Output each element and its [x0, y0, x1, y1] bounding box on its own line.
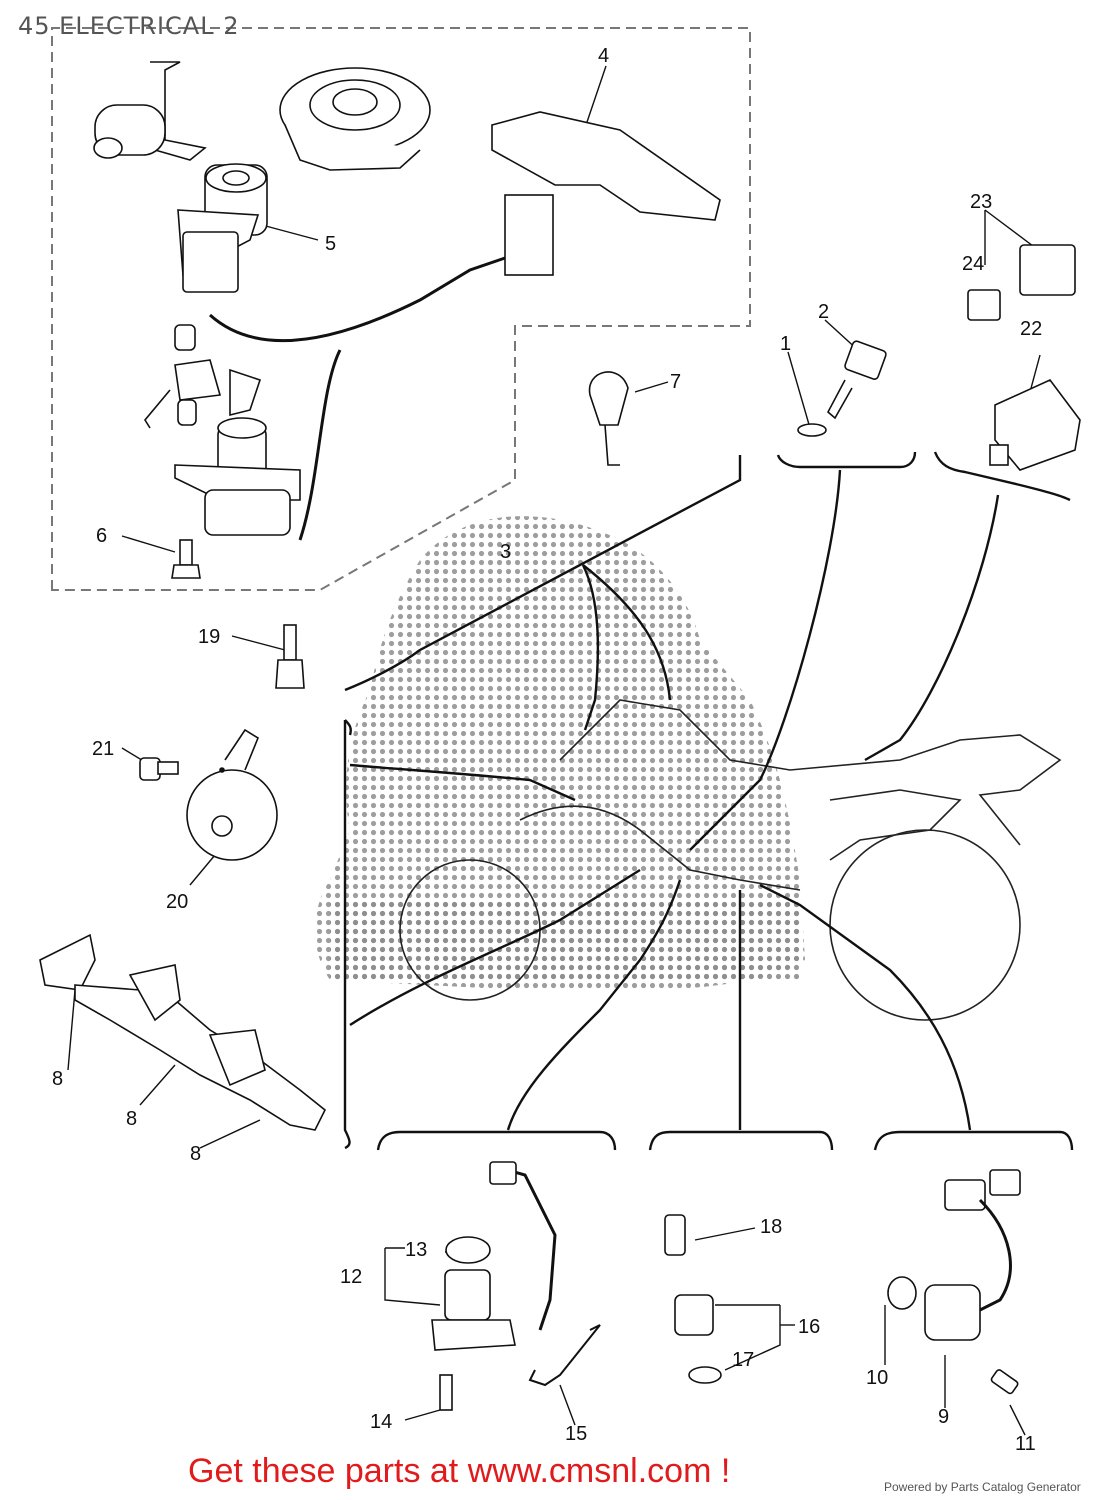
plug-cap-assembly-8	[39, 933, 327, 1131]
cta-link[interactable]: Get these parts at www.cmsnl.com !	[188, 1452, 731, 1490]
sensor-part-16	[674, 1294, 714, 1336]
screw-part-11	[990, 1369, 1019, 1395]
seat-lock-part	[93, 61, 207, 161]
callout-7: 7	[670, 371, 681, 393]
steering-lock-part	[174, 417, 301, 536]
o-ring-part-10	[887, 1276, 917, 1310]
callout-21: 21	[92, 738, 114, 760]
horn-part-20	[186, 728, 278, 861]
callout-17: 17	[732, 1349, 754, 1371]
callout-1: 1	[780, 333, 791, 355]
main-switch-part	[177, 163, 268, 293]
callout-23: 23	[970, 191, 992, 213]
connector-part-23	[1019, 244, 1076, 296]
callout-18: 18	[760, 1216, 782, 1238]
cover-part-4	[491, 111, 721, 221]
lead-part-15	[528, 1324, 601, 1387]
part-sketches	[39, 61, 1081, 1411]
screw-part-21	[139, 757, 179, 781]
bolt-part-18	[664, 1214, 686, 1256]
o-ring-part-17	[688, 1366, 722, 1384]
bolt-19	[275, 624, 305, 689]
key-part-7	[588, 371, 629, 466]
callout-20: 20	[166, 891, 188, 913]
dashed-group-boundary	[51, 27, 751, 591]
fuel-cap-part	[279, 67, 431, 171]
generator-credit: Powered by Parts Catalog Generator	[884, 1480, 1081, 1494]
wire-harness	[208, 256, 506, 343]
callout-19: 19	[198, 626, 220, 648]
bracket-lines	[343, 451, 1074, 1151]
sensor-part-2	[826, 340, 887, 420]
callout-12: 12	[340, 1266, 362, 1288]
o-ring-part-13	[445, 1236, 491, 1264]
halftone-motorcycle-watermark	[315, 516, 805, 992]
callout-10: 10	[866, 1367, 888, 1389]
page-title: 45 ELECTRICAL 2	[18, 12, 240, 40]
callout-8b: 8	[126, 1108, 137, 1130]
callout-2: 2	[818, 301, 829, 323]
sensor-part-12	[431, 1161, 557, 1351]
terminal-part-24	[967, 289, 1001, 321]
callout-24: 24	[962, 253, 984, 275]
sensor-part-9	[924, 1169, 1021, 1341]
callout-16: 16	[798, 1316, 820, 1338]
grommet-upper	[174, 324, 196, 351]
washer-part-1	[797, 423, 827, 437]
callout-4: 4	[598, 45, 609, 67]
wire-branch	[298, 349, 342, 541]
bolt-6	[171, 539, 201, 579]
bolt-part-14	[439, 1374, 453, 1411]
callout-15: 15	[565, 1423, 587, 1445]
callout-3: 3	[500, 541, 511, 563]
callout-11: 11	[1015, 1433, 1036, 1455]
connector-part-22	[989, 379, 1081, 471]
callout-13: 13	[405, 1239, 427, 1261]
callout-5: 5	[325, 233, 336, 255]
grommet-lower	[177, 399, 197, 426]
callout-labels: 4 5 6 3 7 2 1 23 24 22 19 21 20 8 8 8 13…	[52, 45, 1042, 1455]
callout-8a: 8	[52, 1068, 63, 1090]
callout-6: 6	[96, 525, 107, 547]
callout-22: 22	[1020, 318, 1042, 340]
harness-connector	[504, 194, 554, 276]
callout-14: 14	[370, 1411, 392, 1433]
callout-9: 9	[938, 1406, 949, 1428]
key-set	[144, 359, 262, 429]
callout-8c: 8	[190, 1143, 201, 1165]
